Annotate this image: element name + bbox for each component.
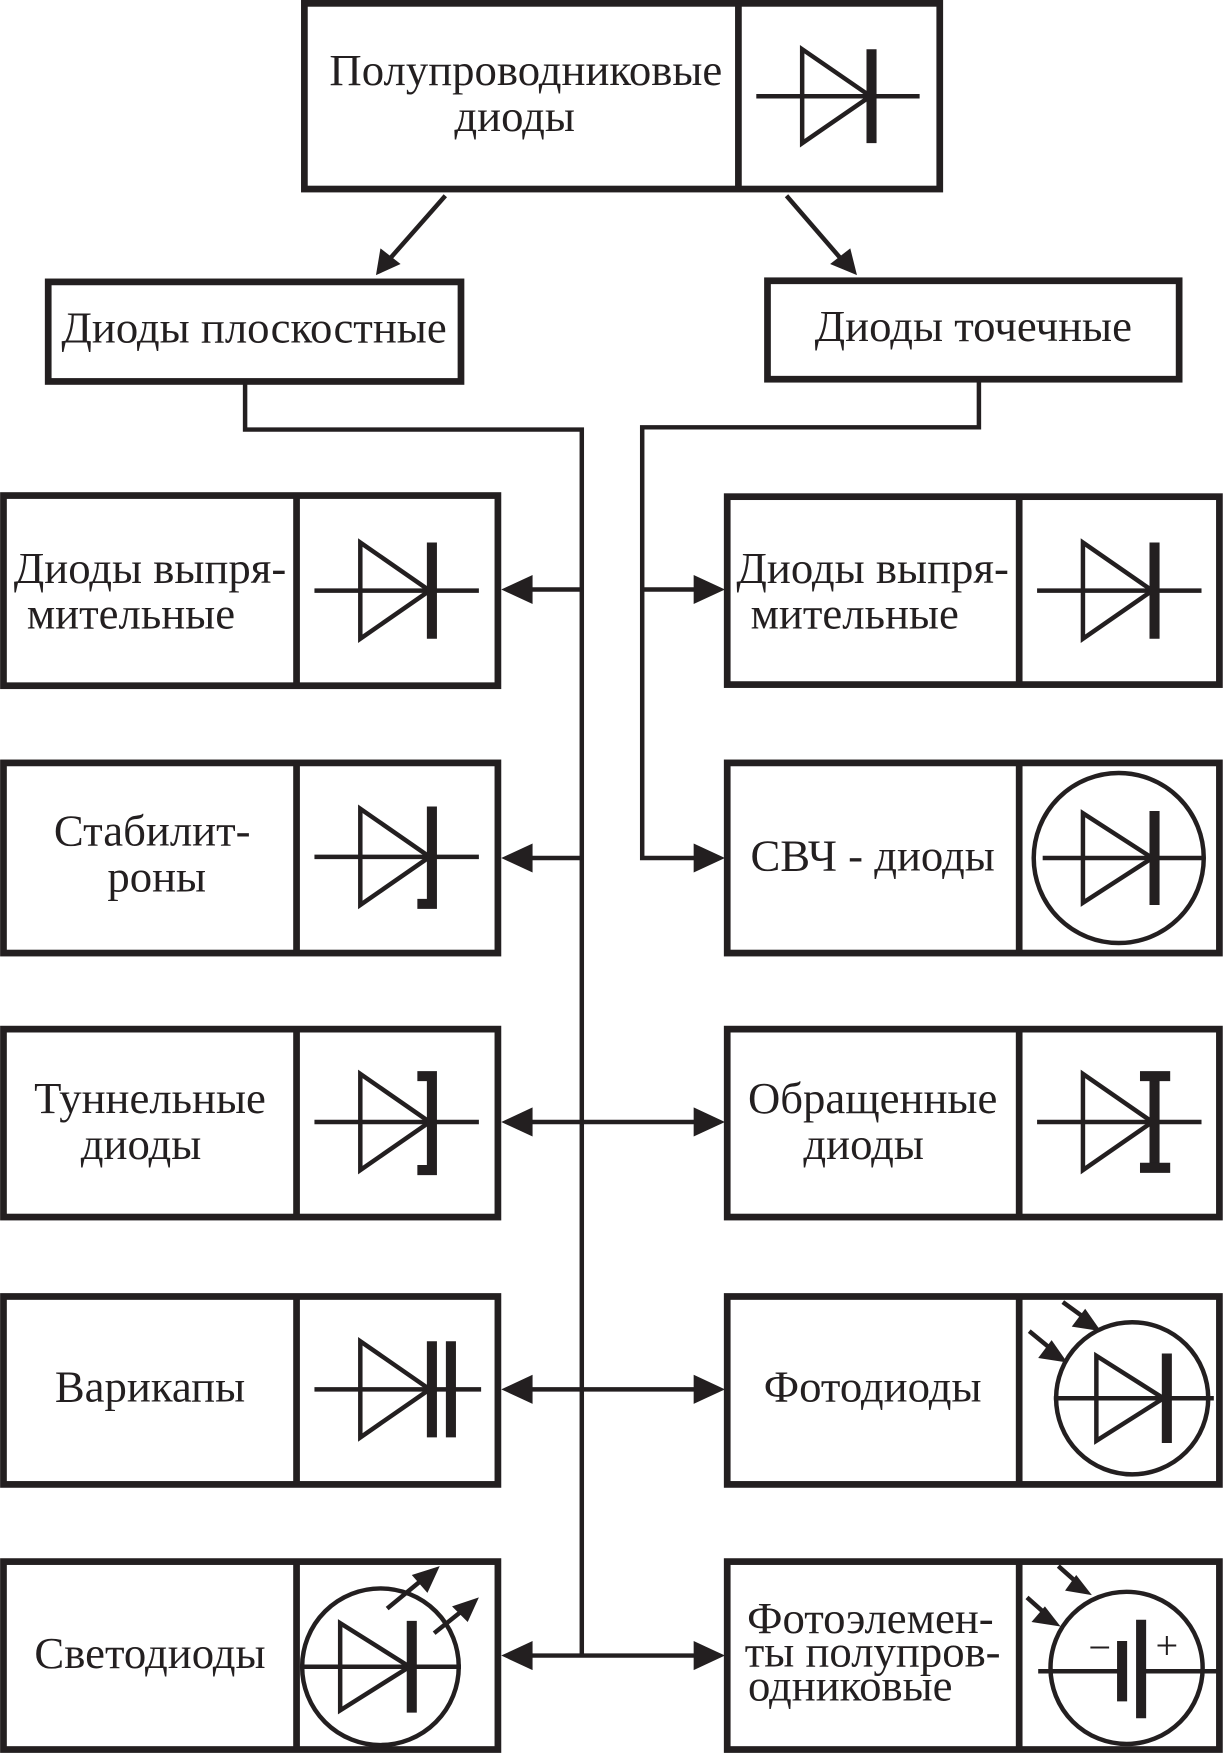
point-item-label-line3: одниковые bbox=[748, 1660, 953, 1710]
planar-item-label-line2: диоды bbox=[81, 1119, 202, 1169]
minus-sign: − bbox=[1088, 1625, 1111, 1670]
microwave-diode-icon bbox=[1031, 770, 1206, 946]
planar-item-label-line1: Стабилит- bbox=[54, 806, 251, 856]
planar-item-zener: Стабилит- роны bbox=[0, 759, 502, 957]
planar-item-label-line1: Диоды выпря- bbox=[14, 543, 287, 593]
connector-left-trunk bbox=[242, 381, 585, 1656]
point-item-label-line1: Диоды выпря- bbox=[736, 543, 1009, 593]
planar-item-label: Варикапы bbox=[55, 1362, 245, 1412]
photocell-icon: − + bbox=[1025, 1564, 1220, 1747]
zener-diode-icon bbox=[314, 804, 479, 910]
diode-icon bbox=[1037, 538, 1202, 644]
photodiode-icon bbox=[1027, 1300, 1214, 1477]
point-item-label-line2: ты полупров- bbox=[745, 1627, 1001, 1677]
point-item-label-line2: мительные bbox=[751, 589, 959, 639]
point-item-microwave: СВЧ - диоды bbox=[723, 759, 1223, 957]
point-item-label: СВЧ - диоды bbox=[750, 830, 994, 880]
branch-planar-label: Диоды плоскостные bbox=[61, 302, 446, 352]
connector-arrowheads bbox=[501, 574, 725, 1671]
backward-diode-icon bbox=[1037, 1069, 1202, 1175]
planar-item-led: Светодиоды bbox=[0, 1558, 502, 1753]
planar-item-label-line2: мительные bbox=[27, 589, 235, 639]
point-item-rectifier: Диоды выпря- мительные bbox=[723, 493, 1223, 688]
root-node: Полупроводниковые диоды bbox=[301, 0, 944, 193]
root-to-branches-arrows bbox=[375, 194, 857, 276]
planar-item-label-line1: Туннельные bbox=[34, 1073, 266, 1123]
branch-point: Диоды точечные bbox=[764, 277, 1183, 383]
point-item-label-line1: Обращенные bbox=[748, 1073, 997, 1123]
point-item-backward: Обращенные диоды bbox=[723, 1025, 1223, 1221]
point-item-photodiode: Фотодиоды bbox=[723, 1293, 1223, 1488]
planar-item-rectifier: Диоды выпря- мительные bbox=[0, 492, 502, 690]
planar-item-label: Светодиоды bbox=[34, 1628, 265, 1678]
varicap-icon bbox=[314, 1336, 482, 1442]
plus-sign: + bbox=[1155, 1623, 1178, 1668]
point-item-label: Фотодиоды bbox=[764, 1362, 982, 1412]
led-icon bbox=[299, 1566, 479, 1748]
planar-item-label-line2: роны bbox=[107, 852, 206, 902]
diode-icon bbox=[756, 44, 920, 148]
planar-item-varicap: Варикапы bbox=[0, 1293, 502, 1488]
point-item-label-line2: диоды bbox=[803, 1119, 924, 1169]
branch-point-label: Диоды точечные bbox=[815, 301, 1132, 351]
point-item-label-line1: Фотоэлемен- bbox=[747, 1593, 994, 1643]
branch-planar: Диоды плоскостные bbox=[44, 278, 465, 385]
diode-icon bbox=[314, 538, 479, 644]
tunnel-diode-icon bbox=[314, 1069, 479, 1176]
point-item-photocell: Фотоэлемен- ты полупров- одниковые − + bbox=[723, 1558, 1223, 1753]
planar-item-tunnel: Туннельные диоды bbox=[0, 1025, 502, 1221]
root-label-line2: диоды bbox=[454, 91, 575, 141]
root-label-line1: Полупроводниковые bbox=[329, 45, 722, 95]
